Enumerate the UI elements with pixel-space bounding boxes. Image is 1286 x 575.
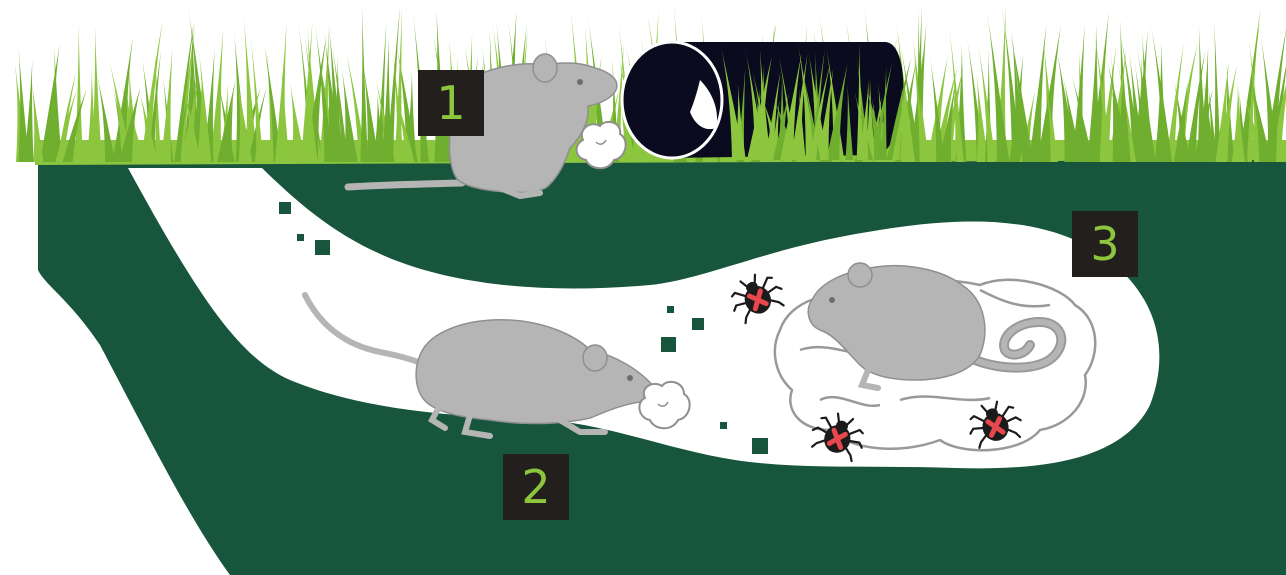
step-number: 3 bbox=[1090, 221, 1119, 267]
step-badge-1: 1 bbox=[418, 70, 484, 136]
step-badge-2: 2 bbox=[503, 454, 569, 520]
step-number: 2 bbox=[521, 464, 550, 510]
step-number: 1 bbox=[436, 80, 465, 126]
step-badge-3: 3 bbox=[1072, 211, 1138, 277]
